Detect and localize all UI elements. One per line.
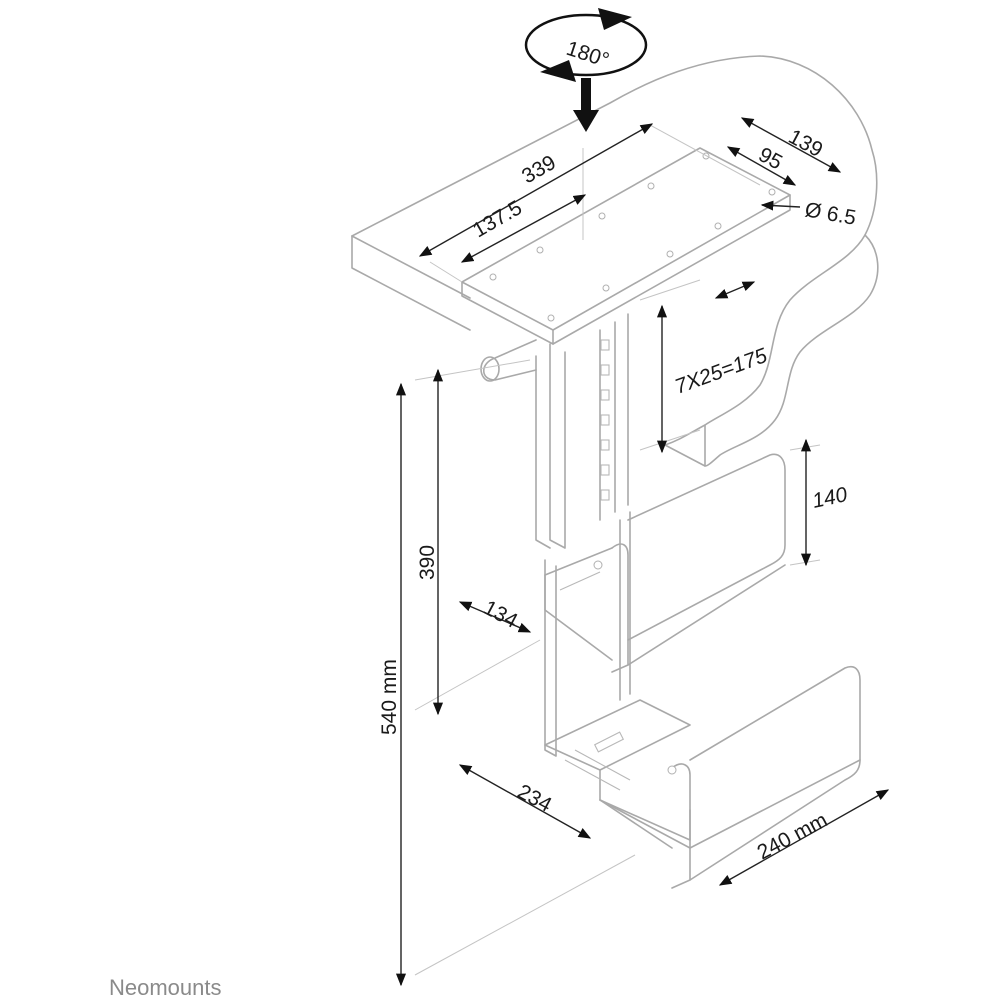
label-clamp-height: 140 (810, 483, 849, 513)
post-slots (600, 339, 610, 501)
label-hole-spacing: 95 (755, 143, 786, 174)
brand-logo: Neomounts (109, 975, 222, 1000)
label-hole-diameter: Ø 6.5 (803, 198, 858, 230)
rotation-icon (524, 8, 648, 132)
dimension-labels: 180° 339 137.5 139 95 Ø 6.5 7X25=175 140… (378, 37, 858, 865)
vertical-post (480, 313, 631, 757)
label-base-width: 240 mm (754, 808, 832, 864)
upper-clamp (544, 453, 786, 673)
label-plate-inner: 137.5 (469, 196, 526, 242)
label-plate-length: 339 (518, 151, 560, 188)
dimension-arrows (395, 117, 890, 987)
label-clamp-depth: 134 (480, 596, 522, 633)
mounting-plate (461, 147, 791, 345)
label-base-depth: 234 (514, 780, 556, 817)
label-plate-width: 139 (785, 125, 827, 162)
desk-slab (351, 55, 879, 467)
lower-base (544, 665, 861, 889)
label-total-height: 540 mm (378, 659, 401, 735)
label-min-height: 390 (416, 545, 439, 580)
